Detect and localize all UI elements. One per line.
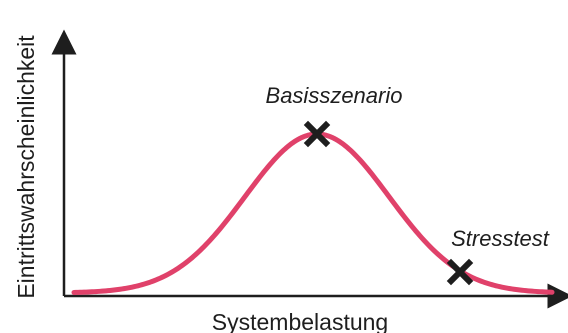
probability-curve [71,131,555,295]
stresstest-marker [446,258,474,286]
x-axis-label: Systembelastung [212,309,388,333]
stresstest-label: Stresstest [451,226,550,251]
basisszenario-marker [303,120,331,148]
basisszenario-label: Basisszenario [266,83,403,108]
y-axis-label: Eintrittswahrscheinlichkeit [13,35,39,299]
x-mark-icon [303,120,331,148]
x-mark-icon [446,258,474,286]
